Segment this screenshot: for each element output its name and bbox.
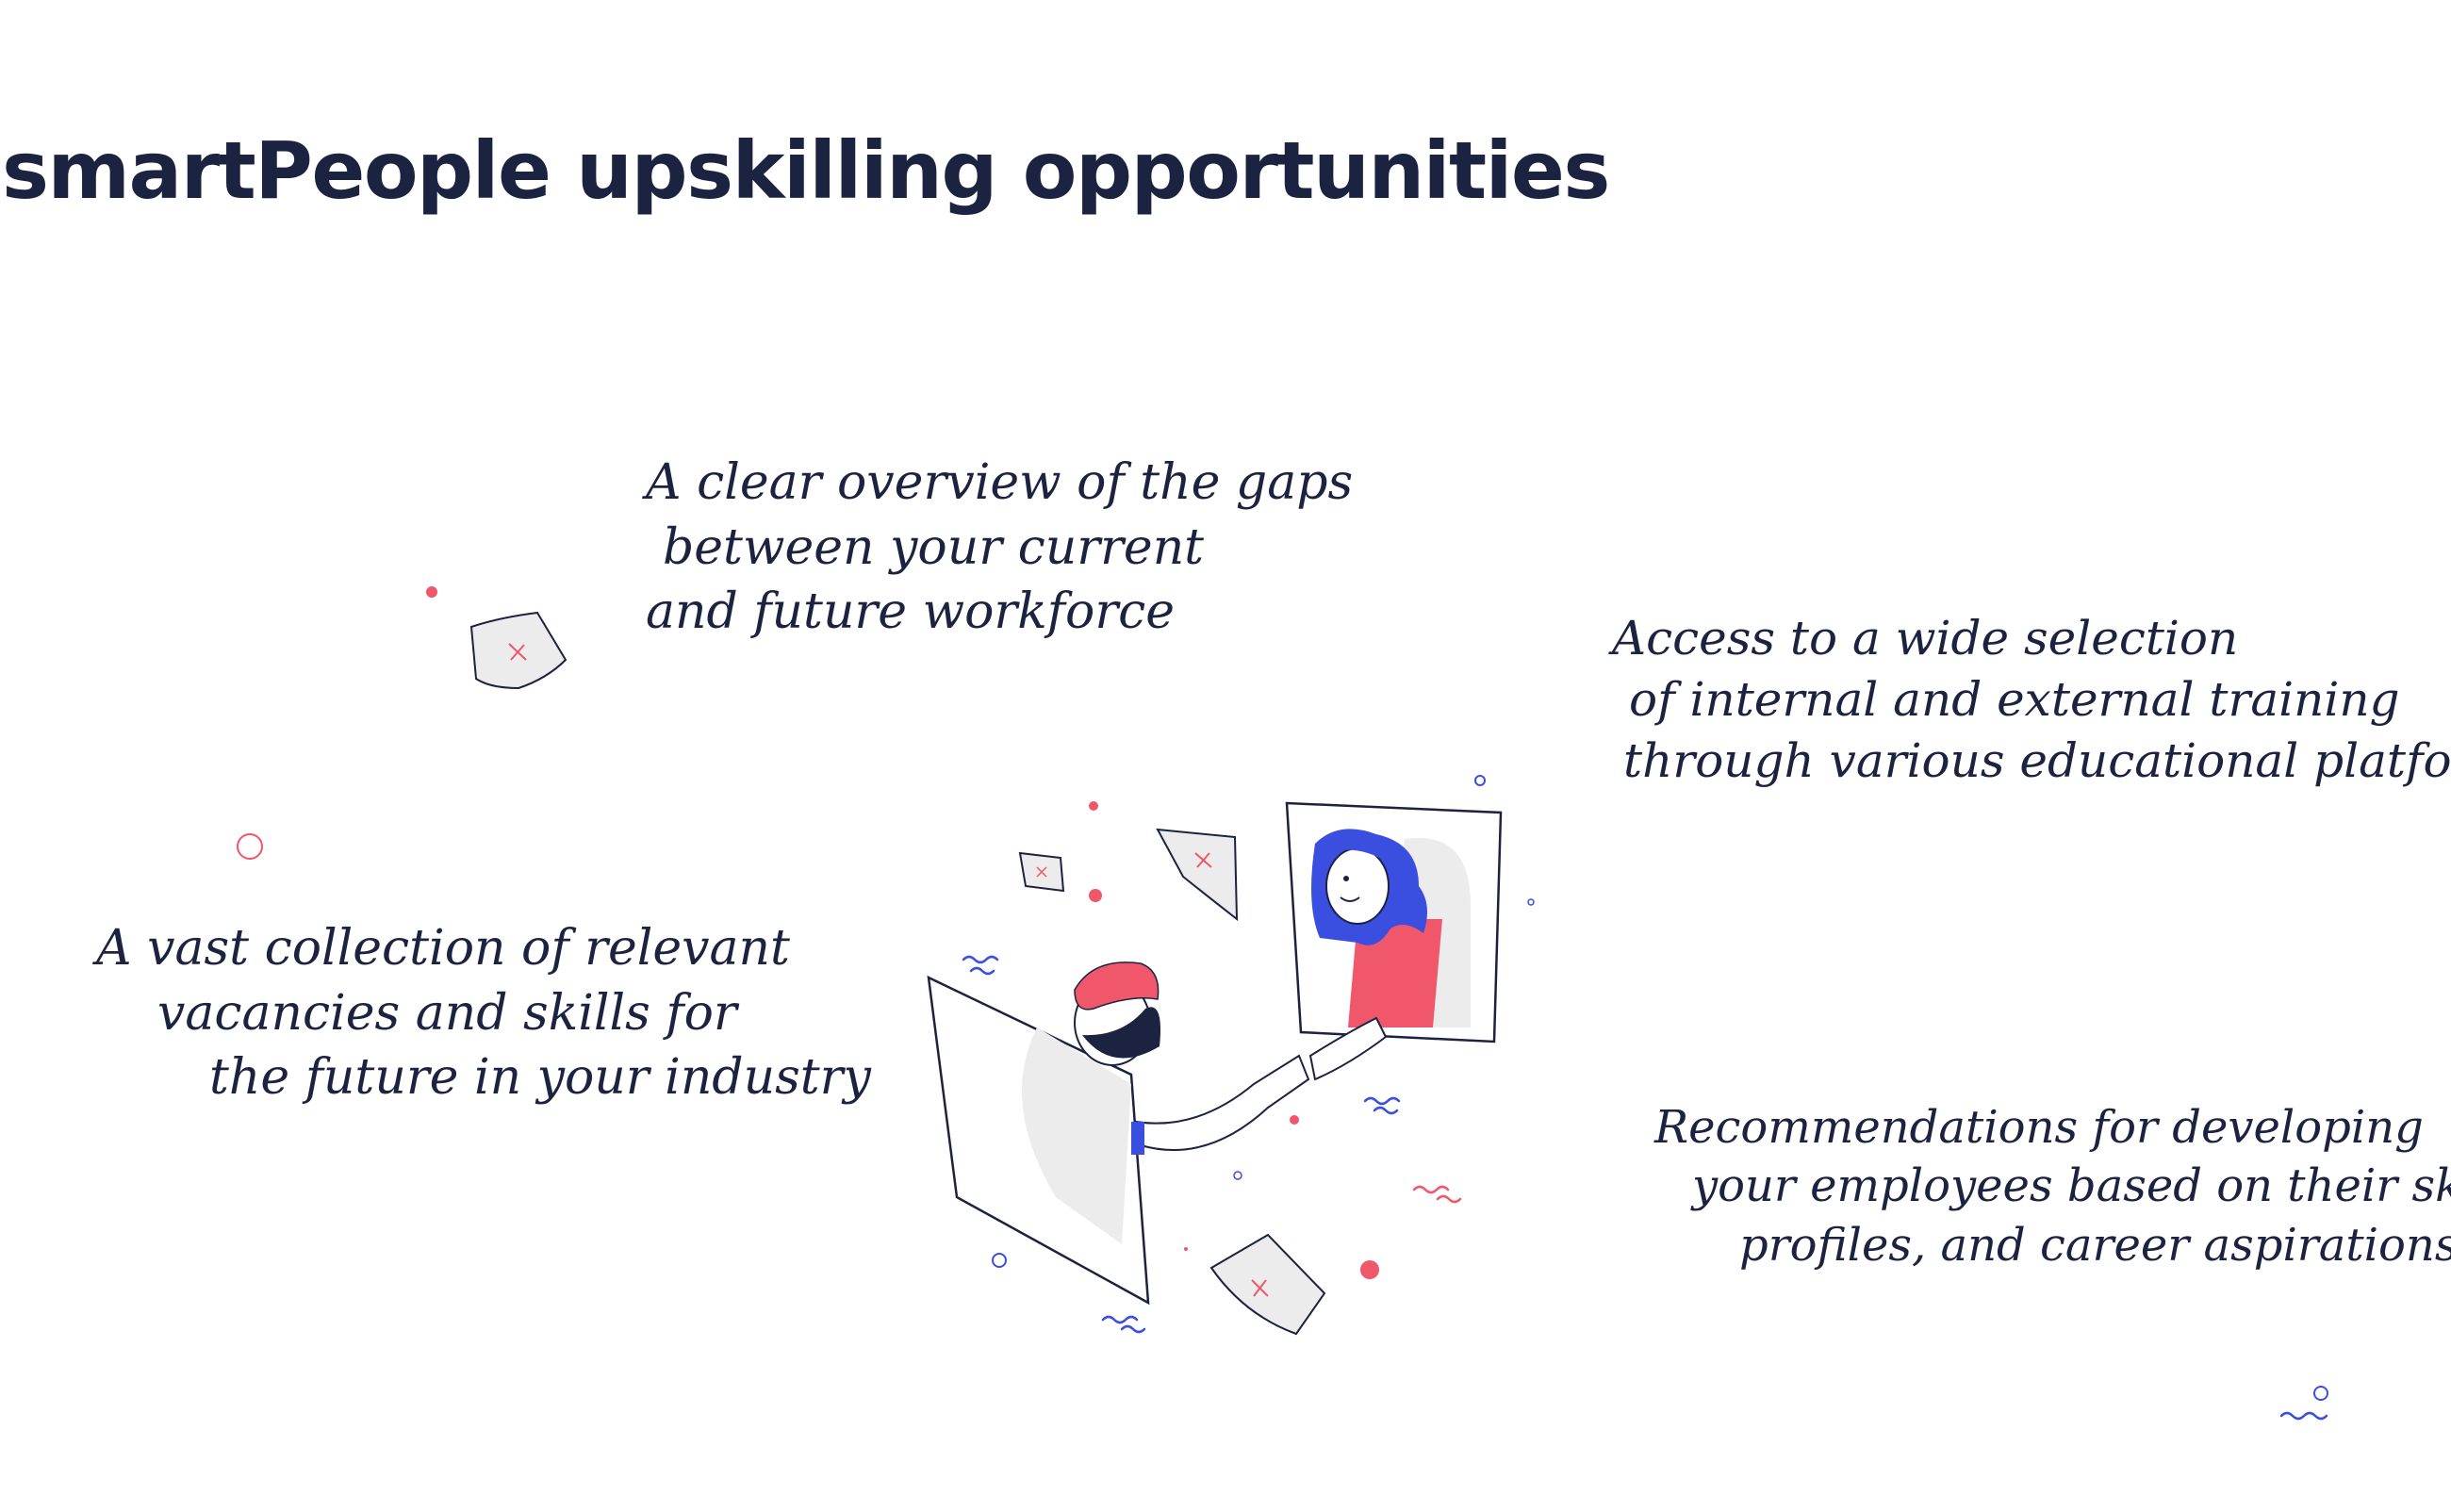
squiggle-icon: [2279, 1411, 2328, 1421]
squiggle-icon: [1436, 1194, 1462, 1204]
callout-line: and future workforce: [646, 583, 1176, 641]
decor-dot-icon: [1184, 1247, 1188, 1251]
squiggle-icon: [1120, 1324, 1146, 1334]
squiggle-icon: [962, 955, 999, 964]
callout-line: profiles, and career aspirations: [1739, 1218, 2451, 1272]
callout-line: of internal and external training: [1629, 672, 2400, 727]
callout-line: between your current: [663, 518, 1205, 576]
callout-line: through various educational platforms: [1623, 733, 2451, 788]
man-screen: [927, 961, 1388, 1306]
decor-ring-icon: [1527, 898, 1535, 906]
callout-vacancies-skills: A vast collection of relevant vacancies …: [96, 916, 871, 1110]
decor-ring-icon: [992, 1253, 1007, 1268]
squiggle-icon: [1412, 1185, 1450, 1194]
callout-skill-gaps: A clear overview of the gaps between you…: [646, 451, 1353, 645]
squiggle-icon: [1373, 1106, 1399, 1115]
decor-dot-icon: [1089, 801, 1098, 811]
page-title: smartPeople upskilling opportunities: [2, 124, 1610, 217]
callout-line: A clear overview of the gaps: [646, 454, 1354, 511]
decor-ring-icon: [1474, 775, 1486, 786]
callout-line: vacancies and skills for: [157, 984, 737, 1042]
decor-dot-icon: [426, 586, 437, 598]
decor-ring-icon: [1233, 1171, 1242, 1180]
callout-line: Access to a wide selection: [1612, 611, 2239, 666]
floating-paper-icon: [1156, 828, 1239, 922]
callout-line: Recommendations for developing: [1654, 1101, 2424, 1154]
woman-screen: [1285, 801, 1503, 1044]
callout-line: your employees based on their skills: [1692, 1159, 2451, 1213]
callout-training-access: Access to a wide selection of internal a…: [1612, 608, 2451, 792]
decor-ring-icon: [237, 833, 263, 860]
decor-dot-icon: [1089, 889, 1102, 902]
squiggle-icon: [1363, 1096, 1401, 1106]
callout-line: A vast collection of relevant: [96, 920, 790, 977]
floating-paper-icon: [1209, 1233, 1326, 1336]
squiggle-icon: [1101, 1315, 1139, 1324]
callout-recommendations: Recommendations for developing your empl…: [1654, 1098, 2451, 1274]
decor-dot-icon: [1360, 1260, 1379, 1279]
decor-ring-icon: [2313, 1386, 2328, 1401]
floating-paper-icon: [1018, 851, 1065, 893]
decor-dot-icon: [1290, 1115, 1299, 1125]
floating-paper-icon: [469, 611, 568, 690]
squiggle-icon: [969, 966, 995, 976]
callout-line: the future in your industry: [209, 1049, 871, 1107]
